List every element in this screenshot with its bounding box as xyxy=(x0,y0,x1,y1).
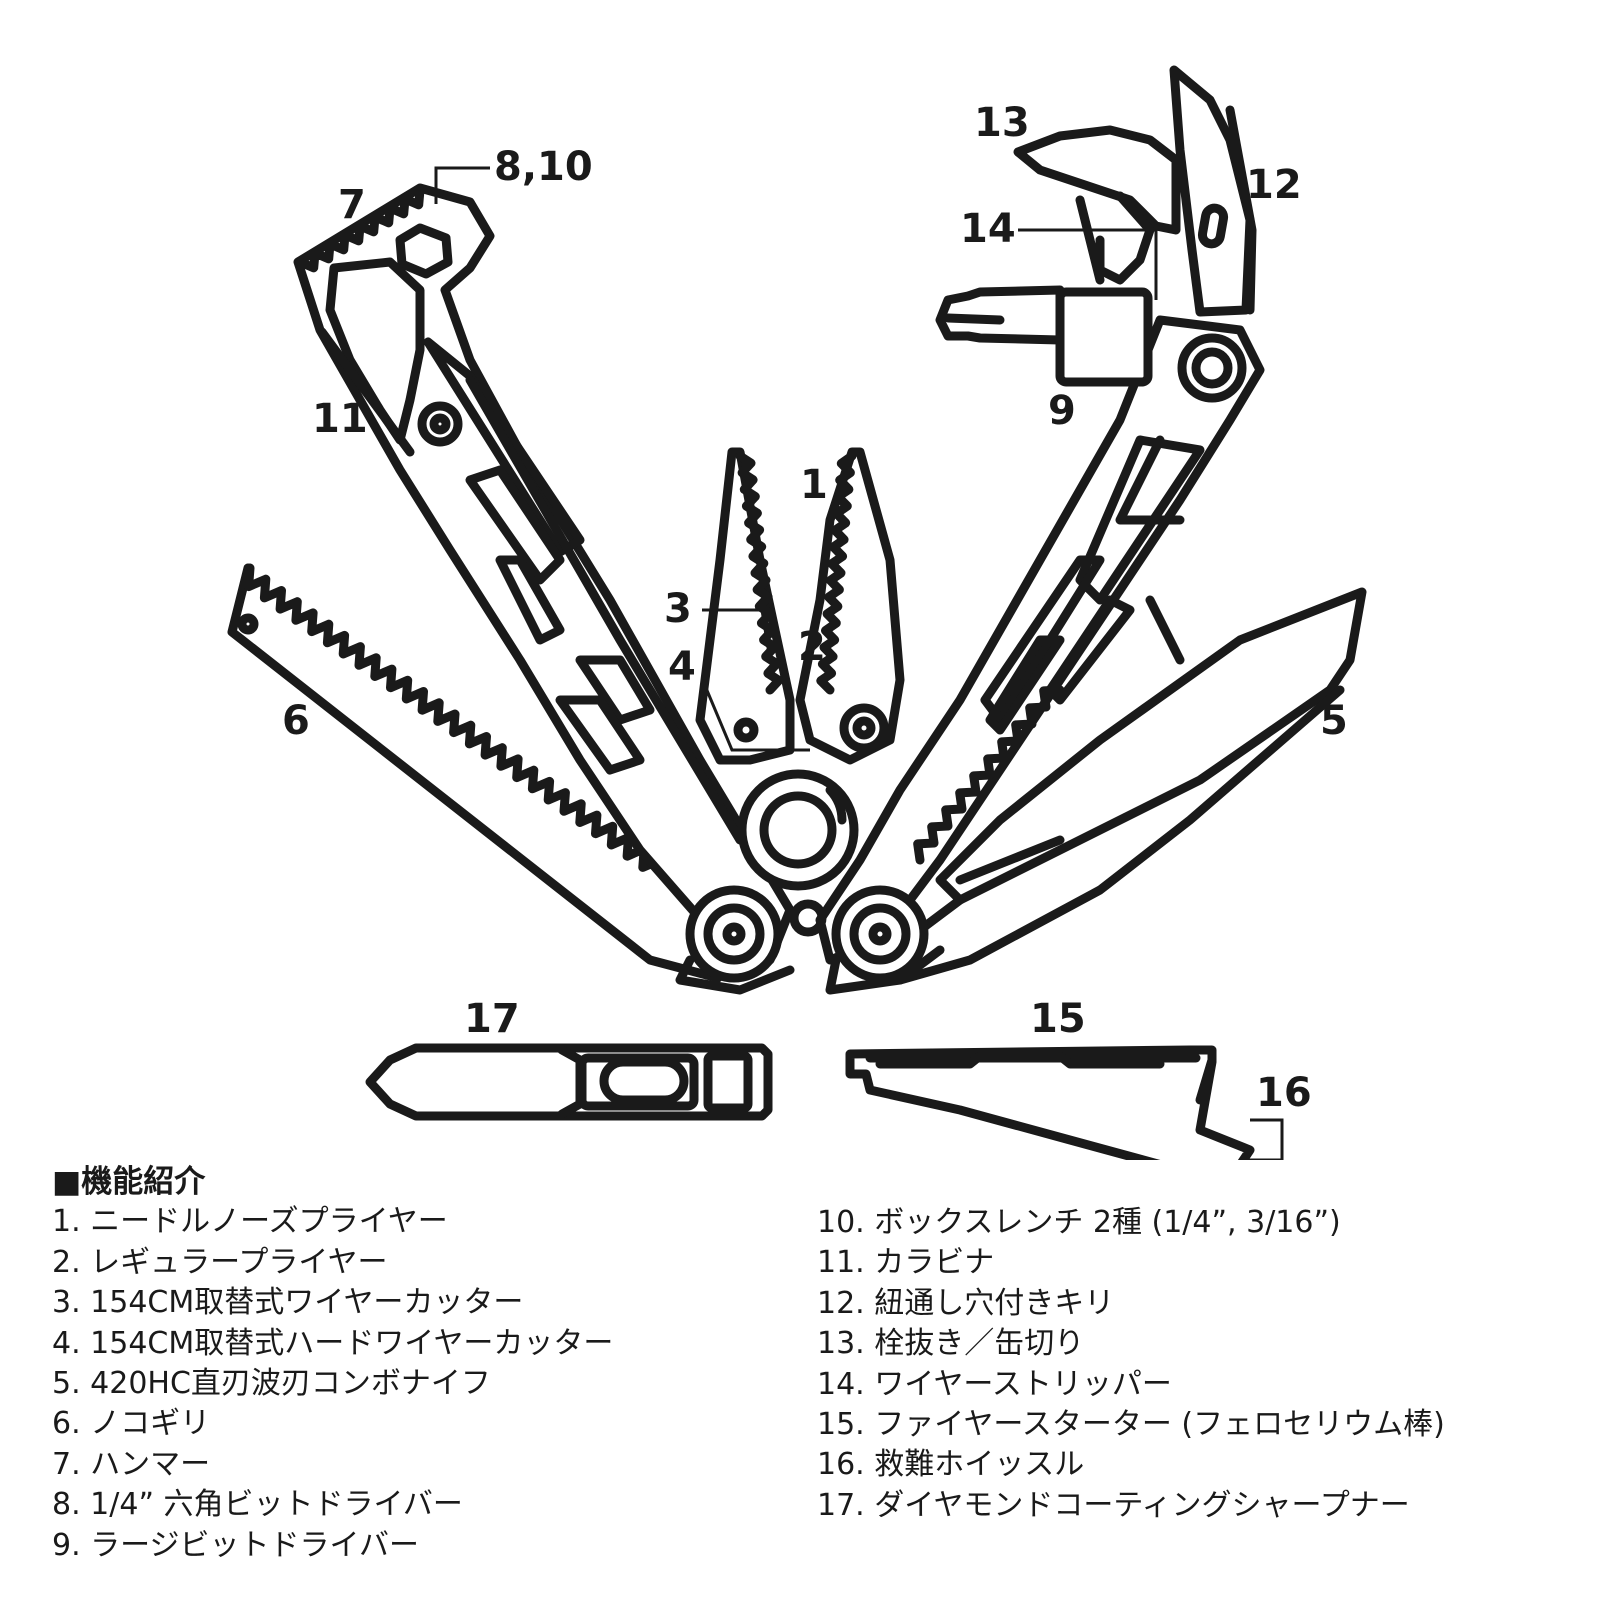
legend-item: 4. 154CM取替式ハードワイヤーカッター xyxy=(52,1325,614,1361)
legend-item: 8. 1/4” 六角ビットドライバー xyxy=(52,1487,463,1523)
multitool-diagram: 1 2 3 4 5 6 7 8,10 9 11 12 13 14 15 16 1… xyxy=(227,65,1367,1160)
legend-item: 12. 紐通し穴付きキリ xyxy=(817,1285,1115,1321)
legend-right-column: 10. ボックスレンチ 2種 (1/4”, 3/16”) 11. カラビナ 12… xyxy=(817,1203,1445,1526)
legend-item: 1. ニードルノーズプライヤー xyxy=(52,1204,448,1240)
callout-16: 16 xyxy=(1256,1070,1312,1116)
callout-13: 13 xyxy=(974,100,1030,146)
callout-2: 2 xyxy=(798,624,826,670)
callout-6: 6 xyxy=(282,698,310,744)
legend-item: 2. レギュラープライヤー xyxy=(52,1244,388,1280)
callout-12: 12 xyxy=(1246,162,1302,208)
legend-item: 16. 救難ホイッスル xyxy=(817,1447,1085,1483)
pliers-jaws xyxy=(695,447,905,891)
callout-8-10: 8,10 xyxy=(494,144,593,190)
legend-title: ■機能紹介 xyxy=(52,1164,206,1200)
callout-17: 17 xyxy=(464,996,520,1042)
callout-11: 11 xyxy=(312,396,368,442)
legend-left-column: ■機能紹介 1. ニードルノーズプライヤー 2. レギュラープライヤー 3. 1… xyxy=(52,1162,613,1566)
callout-1: 1 xyxy=(800,462,828,508)
legend-item: 5. 420HC直刃波刃コンボナイフ xyxy=(52,1366,491,1402)
legend-item: 14. ワイヤーストリッパー xyxy=(817,1366,1172,1402)
bit-driver xyxy=(935,285,1153,387)
callout-7: 7 xyxy=(338,182,366,228)
callout-15: 15 xyxy=(1030,996,1086,1042)
legend-item: 10. ボックスレンチ 2種 (1/4”, 3/16”) xyxy=(817,1205,1341,1240)
hex-socket-icon xyxy=(395,223,453,279)
legend-item: 13. 栓抜き／缶切り xyxy=(817,1326,1085,1362)
legend-item: 3. 154CM取替式ワイヤーカッター xyxy=(52,1285,524,1321)
callout-4: 4 xyxy=(668,644,696,690)
callout-14: 14 xyxy=(960,206,1016,252)
callout-9: 9 xyxy=(1048,388,1076,434)
legend-item: 11. カラビナ xyxy=(817,1245,995,1281)
legend-item: 9. ラージビットドライバー xyxy=(52,1527,419,1563)
legend-item: 17. ダイヤモンドコーティングシャープナー xyxy=(817,1487,1410,1523)
legend-item: 15. ファイヤースターター (フェロセリウム棒) xyxy=(817,1407,1445,1443)
awl-blade xyxy=(1169,65,1257,317)
pivot-screws xyxy=(675,885,945,995)
bottle-opener xyxy=(1013,125,1181,285)
callout-5: 5 xyxy=(1320,698,1348,744)
callout-3: 3 xyxy=(664,586,692,632)
fire-starter xyxy=(845,1045,1255,1160)
callout-labels: 1 2 3 4 5 6 7 8,10 9 11 12 13 14 15 16 1… xyxy=(282,100,1348,1116)
leader-lines xyxy=(434,166,1284,1160)
legend-item: 6. ノコギリ xyxy=(52,1406,211,1442)
left-handle xyxy=(293,183,795,965)
legend-item: 7. ハンマー xyxy=(52,1446,211,1482)
diamond-sharpener xyxy=(365,1043,773,1121)
